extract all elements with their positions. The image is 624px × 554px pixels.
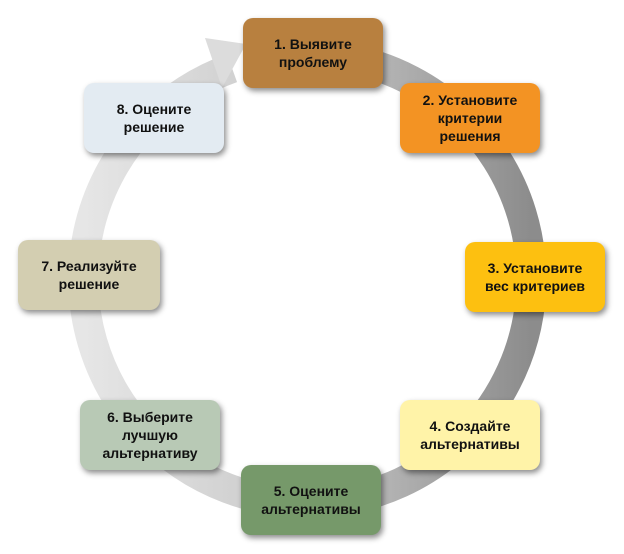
step-2-set-criteria: 2. Установите критерии решения <box>400 83 540 153</box>
step-5-label: 5. Оцените альтернативы <box>261 483 361 517</box>
step-5-evaluate-alternatives: 5. Оцените альтернативы <box>241 465 381 535</box>
step-3-weight-criteria: 3. Установите вес критериев <box>465 242 605 312</box>
step-3-label: 3. Установите вес критериев <box>484 260 586 294</box>
step-4-create-alternatives: 4. Создайте альтернативы <box>400 400 540 470</box>
step-8-evaluate-decision: 8. Оцените решение <box>84 83 224 153</box>
arrowhead-icon <box>205 38 246 88</box>
step-7-label: 7. Реализуйте решение <box>41 258 137 292</box>
step-6-choose-best: 6. Выберите лучшую альтернативу <box>80 400 220 470</box>
step-8-label: 8. Оцените решение <box>116 101 192 135</box>
step-1-label: 1. Выявите проблему <box>274 36 352 70</box>
step-6-label: 6. Выберите лучшую альтернативу <box>102 409 198 461</box>
step-7-implement: 7. Реализуйте решение <box>18 240 160 310</box>
step-2-label: 2. Установите критерии решения <box>422 92 518 144</box>
step-4-label: 4. Создайте альтернативы <box>420 418 520 452</box>
step-1-identify-problem: 1. Выявите проблему <box>243 18 383 88</box>
